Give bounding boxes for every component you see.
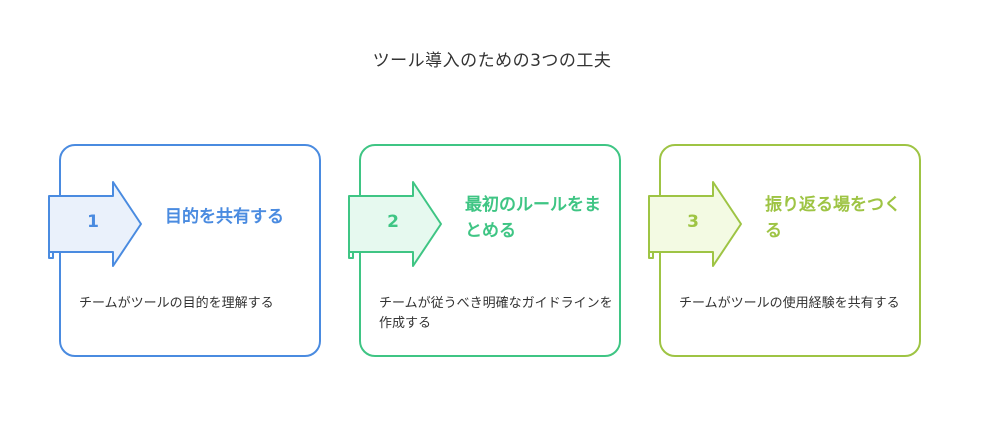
step-card-3: 3 振り返る場をつくる チームがツールの使用経験を共有する bbox=[648, 144, 921, 357]
step-description: チームがツールの使用経験を共有する bbox=[679, 296, 900, 311]
diagram-title: ツール導入のための3つの工夫 bbox=[372, 51, 612, 71]
arrow-icon bbox=[48, 181, 142, 267]
step-card-1: 1 目的を共有する チームがツールの目的を理解する bbox=[48, 144, 321, 357]
step-card-2: 2 最初のルールをまとめる チームが従うべき明確なガイドラインを作成する bbox=[348, 144, 621, 357]
step-heading: 目的を共有する bbox=[165, 207, 284, 227]
step-number: 1 bbox=[87, 212, 99, 232]
step-number: 2 bbox=[387, 212, 399, 232]
step-heading: 最初のルールをまとめる bbox=[465, 195, 601, 241]
step-description: チームが従うべき明確なガイドラインを作成する bbox=[379, 296, 613, 331]
arrow-icon bbox=[348, 181, 442, 267]
arrow-icon bbox=[648, 181, 742, 267]
step-number: 3 bbox=[687, 212, 699, 232]
step-description: チームがツールの目的を理解する bbox=[79, 296, 274, 311]
step-heading: 振り返る場をつくる bbox=[765, 195, 901, 241]
